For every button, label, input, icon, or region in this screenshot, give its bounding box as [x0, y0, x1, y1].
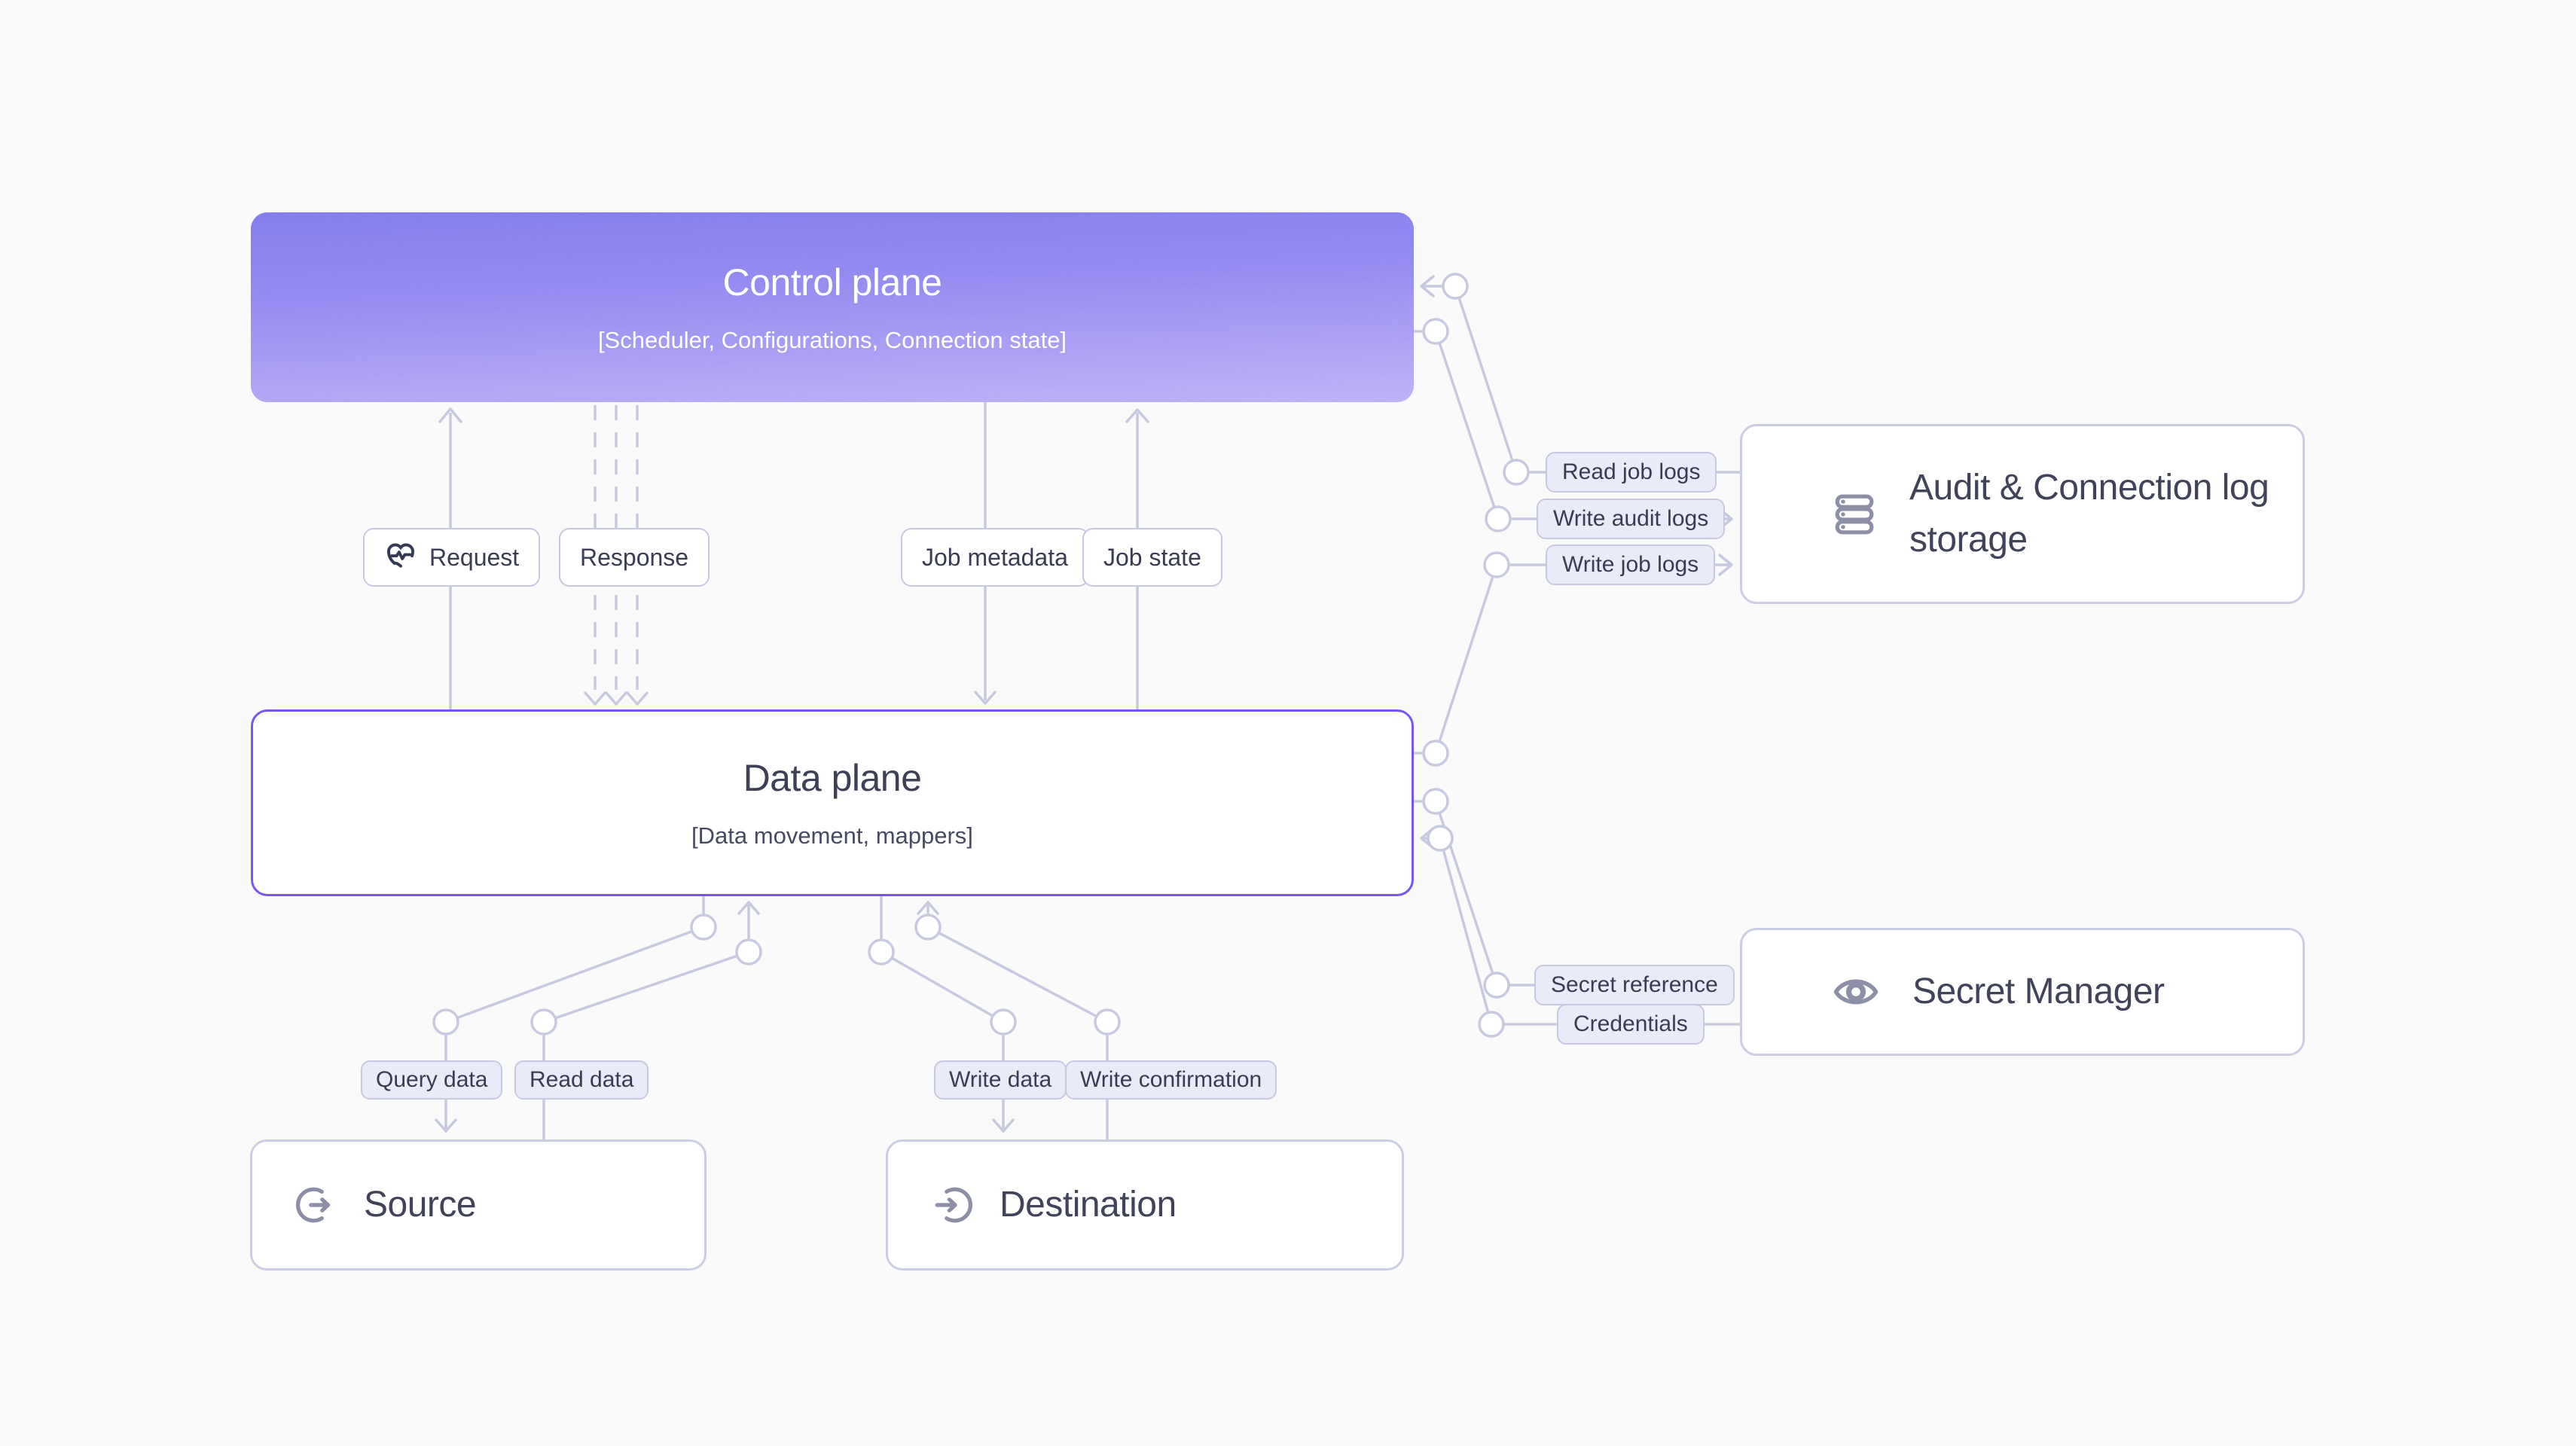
read-job-logs-tag: Read job logs — [1546, 452, 1717, 493]
job-metadata-tag: Job metadata — [901, 528, 1089, 587]
control-plane-title: Control plane — [722, 261, 942, 304]
write-job-logs-tag: Write job logs — [1546, 545, 1716, 585]
heart-pulse-icon — [384, 538, 417, 577]
junction-dots — [432, 273, 1530, 1038]
write-audit-logs-tag-label: Write audit logs — [1553, 506, 1709, 531]
eye-icon — [1833, 973, 1879, 1011]
server-stack-icon — [1833, 493, 1876, 536]
data-plane-title: Data plane — [743, 757, 922, 799]
arrow-out-circle-icon — [296, 1185, 337, 1225]
write-confirmation-tag: Write confirmation — [1065, 1060, 1277, 1100]
secret-reference-tag-label: Secret reference — [1551, 972, 1718, 997]
write-job-logs-tag-label: Write job logs — [1562, 552, 1699, 577]
control-plane-subtitle: [Scheduler, Configurations, Connection s… — [597, 327, 1067, 353]
source-box: Source — [250, 1139, 707, 1271]
data-plane-subtitle: [Data movement, mappers] — [691, 822, 973, 849]
secret-manager-title: Secret Manager — [1912, 971, 2165, 1011]
secret-manager-box: Secret Manager — [1740, 928, 2305, 1056]
edge-read-data — [542, 901, 760, 1139]
edge-read-job-logs — [1420, 275, 1740, 474]
secret-reference-tag: Secret reference — [1534, 965, 1735, 1005]
write-confirmation-tag-label: Write confirmation — [1080, 1067, 1262, 1092]
destination-box: Destination — [886, 1139, 1404, 1271]
control-plane-box: Control plane [Scheduler, Configurations… — [251, 212, 1414, 402]
data-plane-box: Data plane [Data movement, mappers] — [251, 709, 1414, 896]
job-state-tag-label: Job state — [1103, 543, 1201, 571]
job-state-tag: Job state — [1082, 528, 1222, 587]
request-tag: Request — [363, 528, 541, 587]
credentials-tag-label: Credentials — [1573, 1011, 1688, 1036]
destination-title: Destination — [1000, 1184, 1177, 1225]
request-tag-label: Request — [429, 543, 520, 571]
query-data-tag-label: Query data — [376, 1067, 488, 1092]
query-data-tag: Query data — [361, 1060, 503, 1100]
write-data-tag: Write data — [934, 1060, 1067, 1100]
response-tag-label: Response — [580, 543, 689, 571]
read-job-logs-tag-label: Read job logs — [1562, 459, 1701, 484]
audit-log-storage-title: Audit & Connection log storage — [1909, 468, 2269, 560]
job-metadata-tag-label: Job metadata — [922, 543, 1068, 571]
arrow-into-circle-icon — [932, 1185, 972, 1225]
write-audit-logs-tag: Write audit logs — [1537, 499, 1726, 539]
write-data-tag-label: Write data — [949, 1067, 1052, 1092]
read-data-tag: Read data — [514, 1060, 649, 1100]
source-title: Source — [364, 1184, 477, 1225]
read-data-tag-label: Read data — [530, 1067, 634, 1092]
credentials-tag: Credentials — [1557, 1004, 1705, 1045]
response-tag: Response — [559, 528, 710, 587]
audit-log-storage-box: Audit & Connection log storage — [1740, 424, 2305, 604]
